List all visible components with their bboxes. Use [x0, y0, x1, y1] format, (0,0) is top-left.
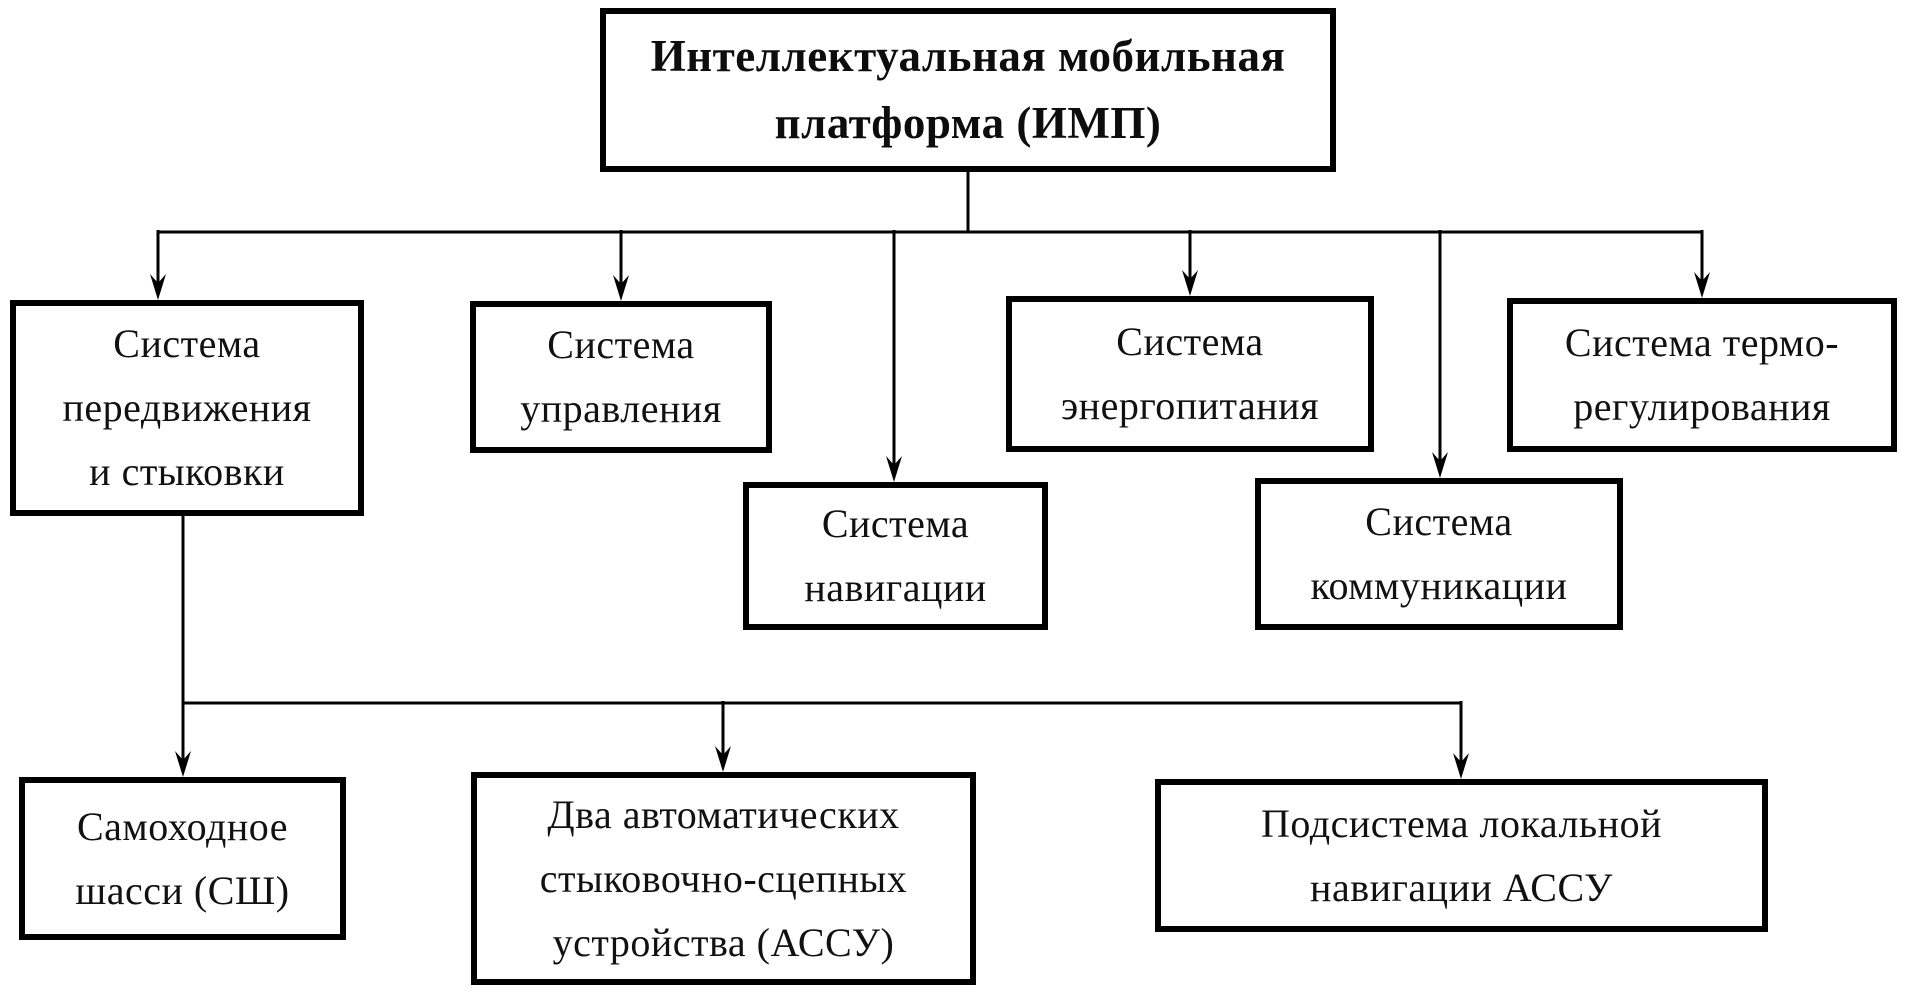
node-coupling-devices: Два автоматических стыковочно-сцепных ус…: [471, 772, 976, 985]
node-local-nav-label: Подсистема локальной навигации АССУ: [1261, 800, 1662, 910]
node-movement-docking-label: Система передвижения и стыковки: [62, 321, 312, 494]
node-communication-system: Система коммуникации: [1255, 478, 1623, 630]
arrowhead-movement: [150, 274, 166, 300]
node-self-propelled-chassis: Самоходное шасси (СШ): [19, 777, 346, 940]
node-control-system: Система управления: [470, 301, 772, 453]
arrowhead-coupling: [715, 746, 731, 772]
arrowhead-control: [613, 275, 629, 301]
node-movement-docking-system: Система передвижения и стыковки: [10, 300, 364, 516]
arrowhead-navigation: [886, 456, 902, 482]
node-navigation-system: Система навигации: [743, 482, 1048, 630]
arrowhead-power: [1182, 270, 1198, 296]
arrowhead-localnav: [1453, 753, 1469, 779]
node-power-label: Система энергопитания: [1061, 319, 1319, 428]
node-power-system: Система энергопитания: [1006, 296, 1374, 452]
node-local-navigation-subsystem: Подсистема локальной навигации АССУ: [1155, 779, 1768, 932]
node-imp-root-label: Интеллектуальная мобильная платформа (ИМ…: [650, 30, 1286, 149]
node-imp-root: Интеллектуальная мобильная платформа (ИМ…: [600, 8, 1336, 172]
node-control-label: Система управления: [520, 322, 722, 431]
node-thermal-system: Система термо- регулирования: [1507, 298, 1897, 452]
node-communication-label: Система коммуникации: [1310, 499, 1568, 608]
node-coupling-label: Два автоматических стыковочно-сцепных ус…: [539, 791, 908, 965]
node-chassis-label: Самоходное шасси (СШ): [75, 803, 290, 913]
node-navigation-label: Система навигации: [804, 501, 987, 610]
arrowhead-chassis: [175, 751, 191, 777]
node-thermal-label: Система термо- регулирования: [1564, 320, 1840, 429]
arrowhead-communication: [1432, 452, 1448, 478]
arrowhead-thermal: [1694, 272, 1710, 298]
